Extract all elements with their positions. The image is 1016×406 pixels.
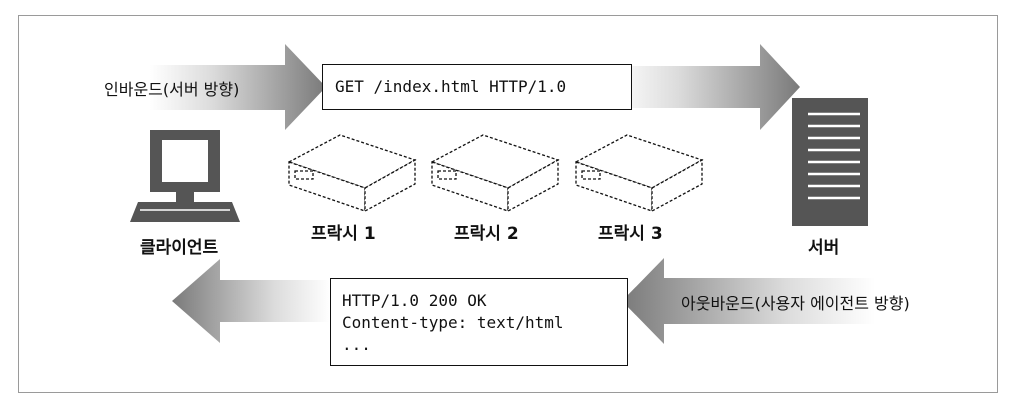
response-line-3: ...	[342, 335, 371, 354]
inbound-arrow-right	[612, 44, 800, 130]
request-message-box: GET /index.html HTTP/1.0	[322, 64, 632, 110]
client-label: 클라이언트	[140, 238, 219, 258]
proxy-2-box-icon	[430, 134, 560, 213]
proxy-3-box-icon	[574, 134, 704, 213]
outbound-label: 아웃바운드(사용자 에이전트 방향)	[681, 294, 910, 313]
server-label: 서버	[808, 238, 840, 258]
outbound-arrow-right	[622, 258, 875, 344]
client-computer-icon	[130, 130, 240, 222]
server-tower-icon	[792, 98, 868, 226]
diagram-frame	[18, 15, 998, 393]
proxy-3-label: 프락시 3	[598, 224, 663, 244]
inbound-arrow-left	[150, 44, 326, 130]
response-line-1: HTTP/1.0 200 OK	[342, 291, 487, 310]
proxy-2-label: 프락시 2	[454, 224, 519, 244]
response-line-2: Content-type: text/html	[342, 313, 564, 332]
response-message-box: HTTP/1.0 200 OK Content-type: text/html …	[330, 278, 628, 366]
proxy-1-box-icon	[287, 134, 417, 213]
inbound-label: 인바운드(서버 방향)	[104, 80, 240, 99]
request-message: GET /index.html HTTP/1.0	[335, 77, 567, 96]
proxy-1-label: 프락시 1	[311, 224, 376, 244]
outbound-arrow-left	[172, 259, 330, 343]
